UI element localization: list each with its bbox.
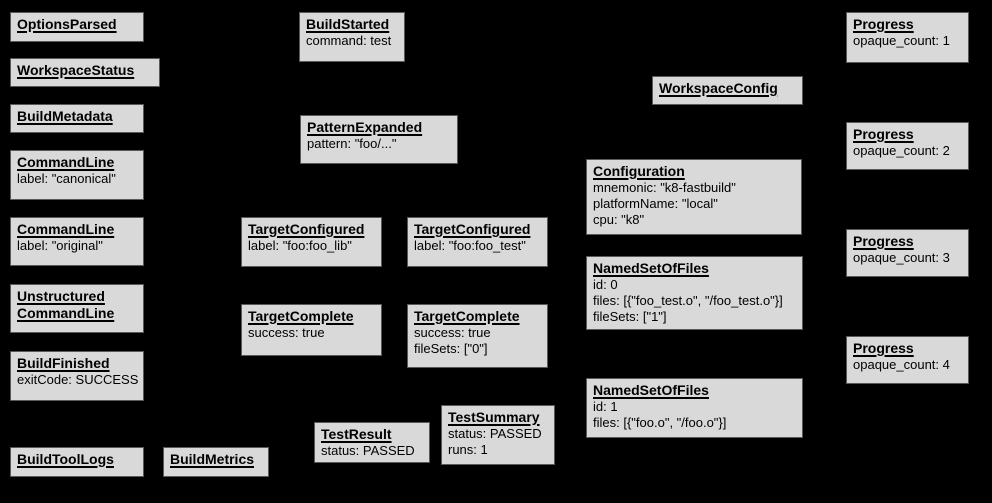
event-box-workspace-status: WorkspaceStatus [10,58,160,87]
event-box-title: BuildFinished [17,355,110,371]
event-box-field: status: PASSED [321,443,415,458]
event-box-field: label: "canonical" [17,171,116,186]
event-box-field: runs: 1 [448,442,488,457]
event-box-title: TestResult [321,426,392,442]
event-box-title: Progress [853,340,914,356]
event-box-test-summary: TestSummary status: PASSED runs: 1 [441,405,555,465]
event-box-command-line-original: CommandLine label: "original" [10,217,144,266]
event-box-field: success: true [414,325,491,340]
event-box-title: PatternExpanded [307,119,423,135]
event-box-progress-4: Progress opaque_count: 4 [846,336,969,384]
event-box-build-tool-logs: BuildToolLogs [10,447,144,477]
event-box-build-started: BuildStarted command: test [299,12,405,62]
event-box-progress-3: Progress opaque_count: 3 [846,229,969,277]
event-box-title: WorkspaceConfig [659,80,778,96]
event-box-field: status: PASSED [448,426,542,441]
event-box-field: success: true [248,325,325,340]
event-box-title: Progress [853,126,914,142]
event-box-unstructured-command-line: Unstructured CommandLine [10,284,144,333]
event-box-title: CommandLine [17,221,115,237]
event-box-field: opaque_count: 4 [853,357,950,372]
event-box-field: opaque_count: 2 [853,143,950,158]
event-box-title: TargetComplete [414,308,520,324]
event-box-title: TargetComplete [248,308,354,324]
event-box-options-parsed: OptionsParsed [10,12,144,42]
event-box-title: Configuration [593,163,685,179]
event-box-title: NamedSetOfFiles [593,382,709,398]
event-box-title: Unstructured CommandLine [17,288,115,321]
event-box-title: OptionsParsed [17,16,117,32]
event-box-build-metadata: BuildMetadata [10,104,144,133]
event-box-title: CommandLine [17,154,115,170]
event-box-field: fileSets: ["1"] [593,309,667,324]
event-box-target-configured-foo-lib: TargetConfigured label: "foo:foo_lib" [241,217,382,267]
event-box-field: fileSets: ["0"] [414,341,488,356]
event-box-named-set-of-files-1: NamedSetOfFiles id: 1 files: [{"foo.o", … [586,378,803,438]
event-box-workspace-config: WorkspaceConfig [652,76,803,105]
event-box-target-complete-foo-lib: TargetComplete success: true [241,304,382,356]
event-box-title: TargetConfigured [414,221,531,237]
event-box-title: NamedSetOfFiles [593,260,709,276]
event-box-progress-2: Progress opaque_count: 2 [846,122,969,170]
event-box-field: id: 0 [593,277,618,292]
event-box-build-metrics: BuildMetrics [163,447,269,477]
event-box-field: pattern: "foo/..." [307,136,397,151]
event-box-pattern-expanded: PatternExpanded pattern: "foo/..." [300,115,458,164]
event-box-field: opaque_count: 1 [853,33,950,48]
event-box-field: label: "foo:foo_test" [414,238,526,253]
event-box-title: Progress [853,233,914,249]
event-box-field: command: test [306,33,392,48]
event-box-field: label: "foo:foo_lib" [248,238,352,253]
event-box-progress-1: Progress opaque_count: 1 [846,12,969,63]
event-box-field: label: "original" [17,238,103,253]
event-box-title: BuildStarted [306,16,390,32]
event-box-field: id: 1 [593,399,618,414]
event-box-target-configured-foo-test: TargetConfigured label: "foo:foo_test" [407,217,548,267]
event-box-title: TestSummary [448,409,540,425]
event-box-field: files: [{"foo.o", "/foo.o"}] [593,415,727,430]
event-box-field: mnemonic: "k8-fastbuild" [593,180,736,195]
event-box-build-finished: BuildFinished exitCode: SUCCESS [10,351,144,401]
event-box-field: cpu: "k8" [593,212,645,227]
event-box-title: BuildMetadata [17,108,113,124]
event-box-title: BuildMetrics [170,451,255,467]
event-box-title: Progress [853,16,914,32]
event-box-field: files: [{"foo_test.o", "/foo_test.o"}] [593,293,783,308]
event-box-configuration: Configuration mnemonic: "k8-fastbuild" p… [586,159,802,235]
event-box-command-line-canonical: CommandLine label: "canonical" [10,150,144,200]
event-box-field: exitCode: SUCCESS [17,372,139,387]
event-box-test-result: TestResult status: PASSED [314,422,430,463]
event-box-field: opaque_count: 3 [853,250,950,265]
event-box-target-complete-foo-test: TargetComplete success: true fileSets: [… [407,304,548,368]
event-box-title: BuildToolLogs [17,451,114,467]
event-box-named-set-of-files-0: NamedSetOfFiles id: 0 files: [{"foo_test… [586,256,803,330]
event-box-title: TargetConfigured [248,221,365,237]
event-box-title: WorkspaceStatus [17,62,135,78]
event-box-field: platformName: "local" [593,196,718,211]
